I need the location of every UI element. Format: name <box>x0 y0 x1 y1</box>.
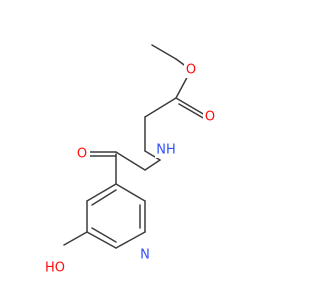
bond-ring-3 <box>115 231 146 249</box>
hydroxyl-label: HO <box>45 261 65 276</box>
ester-carbonyl-oxygen-label: O <box>205 110 215 125</box>
bond-n-amide-c <box>144 159 161 171</box>
bond-ring-6b <box>91 189 117 206</box>
amide-carbonyl-oxygen-label: O <box>77 147 87 162</box>
bond-chain-3 <box>144 150 161 161</box>
bond-ring-4 <box>86 231 117 249</box>
bond-ring-1 <box>115 183 146 202</box>
ester-oxygen-label: O <box>186 63 196 78</box>
bond-ring-4b <box>91 227 117 243</box>
bond-amide-c-n <box>115 151 146 171</box>
molecule-diagram: O O NH O N HO <box>43 44 217 276</box>
atom-layer: O O NH O N HO <box>43 62 217 276</box>
ring-nitrogen-label: N <box>140 248 150 263</box>
bond-layer <box>63 44 206 249</box>
structure-svg: O O NH O N HO <box>43 44 217 276</box>
bond-ester-co-2 <box>178 103 206 120</box>
bond-hydroxyl <box>63 231 88 246</box>
bond-ethyl-ch3 <box>151 44 177 60</box>
bond-chain-1 <box>144 97 177 118</box>
amide-nitrogen-label: NH <box>156 143 176 158</box>
bond-ester-co-1 <box>175 97 206 116</box>
bond-ring-6 <box>86 183 117 202</box>
